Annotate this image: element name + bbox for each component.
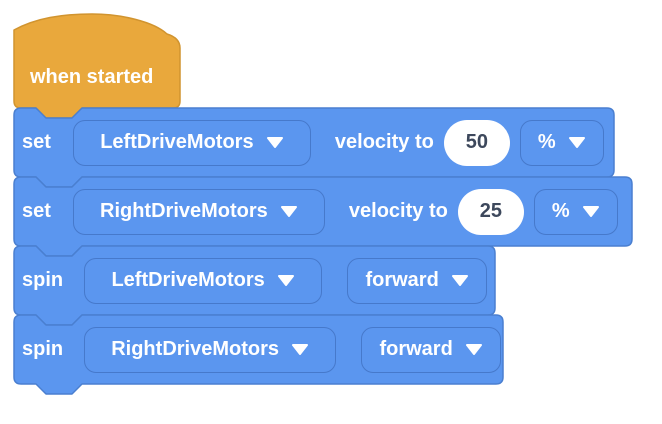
dropdown-caret-icon — [582, 206, 600, 217]
set-velocity-block-right[interactable]: set RightDriveMotors velocity to 25 % — [13, 176, 633, 257]
stack-block-shape — [13, 314, 504, 395]
motor-select-dropdown[interactable]: LeftDriveMotors — [72, 119, 311, 166]
motor-select-value: LeftDriveMotors — [100, 131, 254, 153]
motor-select-value: RightDriveMotors — [111, 338, 280, 360]
unit-select-value: % — [537, 131, 556, 153]
motor-select-value: RightDriveMotors — [100, 200, 268, 222]
direction-select-dropdown[interactable]: forward — [347, 257, 488, 304]
spin-keyword-label: spin — [22, 269, 64, 291]
dropdown-caret-icon — [280, 206, 298, 217]
motor-select-dropdown[interactable]: LeftDriveMotors — [84, 257, 323, 304]
motor-select-dropdown[interactable]: RightDriveMotors — [84, 326, 337, 373]
unit-select-value: % — [551, 200, 570, 222]
dropdown-caret-icon — [291, 344, 309, 355]
unit-select-dropdown[interactable]: % — [533, 188, 618, 235]
spin-block-left[interactable]: spin LeftDriveMotors forward — [13, 245, 496, 326]
dropdown-caret-icon — [277, 275, 295, 286]
dropdown-caret-icon — [568, 137, 586, 148]
velocity-value: 50 — [465, 131, 488, 153]
dropdown-caret-icon — [266, 137, 284, 148]
spin-block-right[interactable]: spin RightDriveMotors forward — [13, 314, 504, 395]
dropdown-caret-icon — [451, 275, 469, 286]
set-keyword-label: set — [22, 131, 51, 153]
direction-select-dropdown[interactable]: forward — [361, 326, 502, 373]
dropdown-caret-icon — [465, 344, 483, 355]
set-keyword-label: set — [22, 200, 51, 222]
set-velocity-block-left[interactable]: set LeftDriveMotors velocity to 50 % — [13, 107, 615, 188]
velocity-value-input[interactable]: 50 — [443, 119, 510, 166]
motor-select-dropdown[interactable]: RightDriveMotors — [72, 188, 325, 235]
direction-select-value: forward — [365, 269, 439, 291]
direction-select-value: forward — [379, 338, 453, 360]
velocity-to-label: velocity to — [334, 131, 434, 153]
velocity-value: 25 — [479, 200, 502, 222]
motor-select-value: LeftDriveMotors — [111, 269, 265, 291]
unit-select-dropdown[interactable]: % — [519, 119, 604, 166]
when-started-label: when started — [30, 65, 154, 88]
spin-keyword-label: spin — [22, 338, 64, 360]
velocity-to-label: velocity to — [348, 200, 448, 222]
when-started-block[interactable]: when started — [13, 13, 181, 119]
velocity-value-input[interactable]: 25 — [457, 188, 524, 235]
